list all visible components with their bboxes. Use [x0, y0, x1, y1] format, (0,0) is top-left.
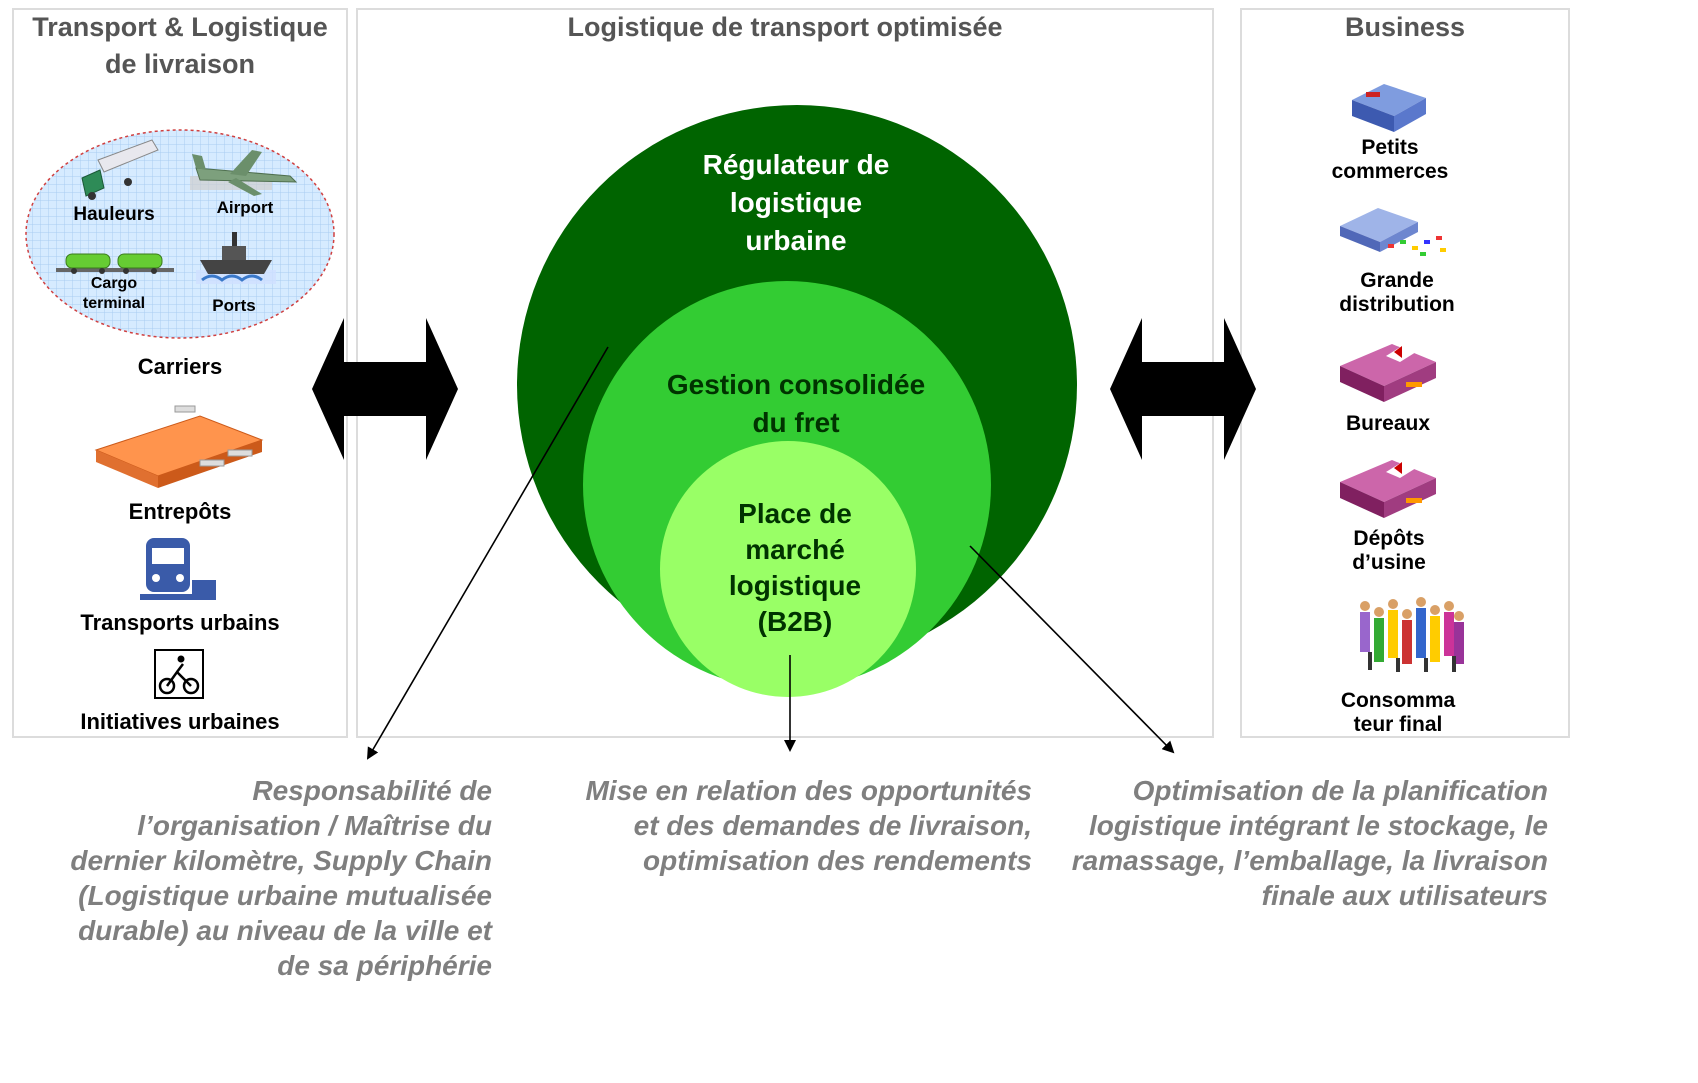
warehouse-icon — [94, 405, 264, 488]
label-grande-distribution: Grande distribution — [1339, 269, 1455, 316]
text-regulateur: Régulateur de logistique urbaine — [702, 149, 890, 256]
ship-icon — [196, 232, 276, 284]
label-bureaux: Bureaux — [1345, 412, 1431, 435]
text-place-marche: Place de marché logistique (B2B) — [728, 498, 862, 637]
label-consommateur-final: Consomma teur final — [1340, 689, 1456, 736]
factory-depot-icon — [1340, 460, 1436, 518]
center-panel-title: Logistique de transport optimisée — [567, 12, 1003, 42]
text-gestion: Gestion consolidée du fret — [666, 369, 926, 438]
small-shop-icon — [1352, 84, 1426, 132]
label-petits-commerces: Petits commerces — [1331, 136, 1449, 183]
label-hauleurs: Hauleurs — [73, 204, 155, 225]
cargo-train-icon — [56, 253, 174, 274]
distribution-center-icon — [1340, 208, 1446, 256]
label-cargo-terminal: Cargo terminal — [82, 275, 146, 312]
label-entrepots: Entrepôts — [128, 499, 232, 524]
label-airport: Airport — [216, 198, 274, 217]
label-transports-urbains: Transports urbains — [80, 610, 280, 635]
label-depots-usine: Dépôts d’usine — [1352, 527, 1426, 574]
tram-icon — [140, 538, 216, 600]
label-carriers: Carriers — [137, 354, 223, 379]
label-initiatives-urbaines: Initiatives urbaines — [80, 709, 280, 734]
right-double-arrow — [1110, 318, 1256, 460]
airplane-icon — [190, 150, 298, 196]
caption-center: Mise en relation des opportunités et des… — [585, 775, 1032, 876]
truck-icon — [81, 139, 159, 200]
arrow-to-left-caption — [366, 346, 609, 760]
people-crowd-icon — [1360, 597, 1464, 672]
arrow-to-right-caption — [969, 545, 1175, 754]
bicycle-icon — [154, 649, 204, 699]
caption-left: Responsabilité de l’organisation / Maîtr… — [70, 775, 492, 981]
label-ports: Ports — [212, 296, 256, 315]
office-building-icon — [1340, 344, 1436, 402]
right-panel-title: Business — [1344, 12, 1466, 42]
left-double-arrow — [312, 318, 458, 460]
circle-place-marche — [660, 441, 916, 697]
left-panel-title: Transport & Logistique de livraison — [32, 12, 328, 79]
caption-right: Optimisation de la planification logisti… — [1071, 775, 1548, 911]
